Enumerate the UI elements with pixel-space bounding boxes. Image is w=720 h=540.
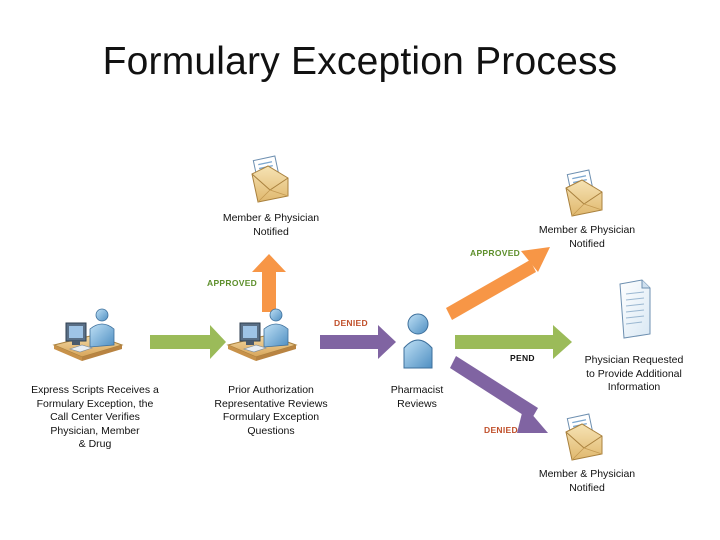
arrow-purple-diagonal <box>450 356 548 433</box>
envelope-icon-top <box>251 155 289 203</box>
tag-approved-up: APPROVED <box>207 278 258 288</box>
workstation-icon-prior-auth <box>227 308 297 362</box>
label-prior-authorization: Prior Authorization Representative Revie… <box>214 384 328 437</box>
arrow-orange-diagonal <box>446 247 550 320</box>
label-physician-requested: Physician Requested to Provide Additiona… <box>584 354 684 393</box>
envelope-icon-right-top <box>565 169 603 217</box>
arrow-purple-1 <box>320 325 396 359</box>
tag-pend: PEND <box>510 353 535 363</box>
label-pharmacist: Pharmacist Reviews <box>390 384 444 410</box>
label-express-scripts: Express Scripts Receives a Formulary Exc… <box>31 384 159 450</box>
tag-approved-diagonal: APPROVED <box>470 248 521 258</box>
document-icon <box>619 279 651 339</box>
arrow-green-2 <box>455 325 572 359</box>
arrow-green-1 <box>150 325 226 359</box>
workstation-icon-express-scripts <box>53 308 123 362</box>
page-title: Formulary Exception Process <box>102 40 618 83</box>
label-notified-right-top: Member & Physician Notified <box>538 224 636 250</box>
tag-denied-diagonal: DENIED <box>484 425 518 435</box>
arrow-orange-up <box>252 254 286 312</box>
tag-denied-mid: DENIED <box>334 318 368 328</box>
label-notified-bottom: Member & Physician Notified <box>538 468 636 494</box>
label-notified-top: Member & Physician Notified <box>222 212 320 238</box>
pharmacist-person-icon <box>403 313 433 369</box>
envelope-icon-bottom <box>565 413 603 461</box>
